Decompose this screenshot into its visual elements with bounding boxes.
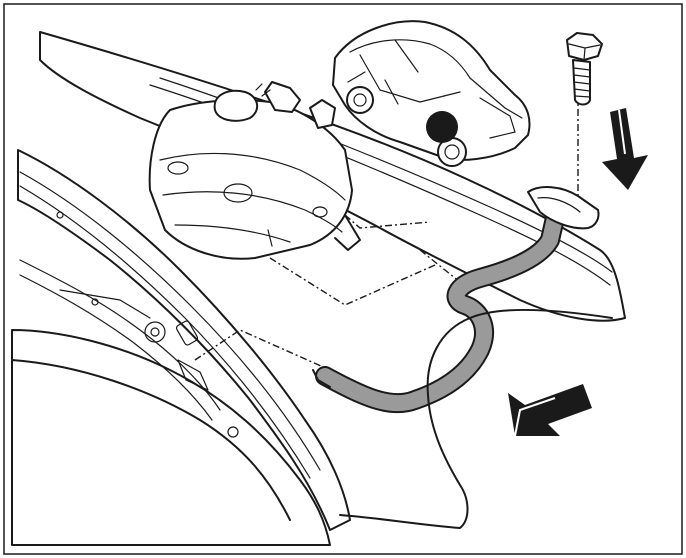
bolt-icon <box>566 32 603 106</box>
down-arrow-icon <box>602 108 648 190</box>
insert-arrow-icon <box>508 384 592 437</box>
reservoir-tank <box>148 81 361 260</box>
install-location-marker <box>426 111 458 143</box>
coolant-hose <box>312 186 600 414</box>
figure-frame <box>3 3 683 555</box>
wheel-housing <box>11 329 331 546</box>
fender-edge <box>339 309 613 529</box>
inner-wing-panel <box>17 149 351 531</box>
car-location-icon <box>332 20 531 167</box>
